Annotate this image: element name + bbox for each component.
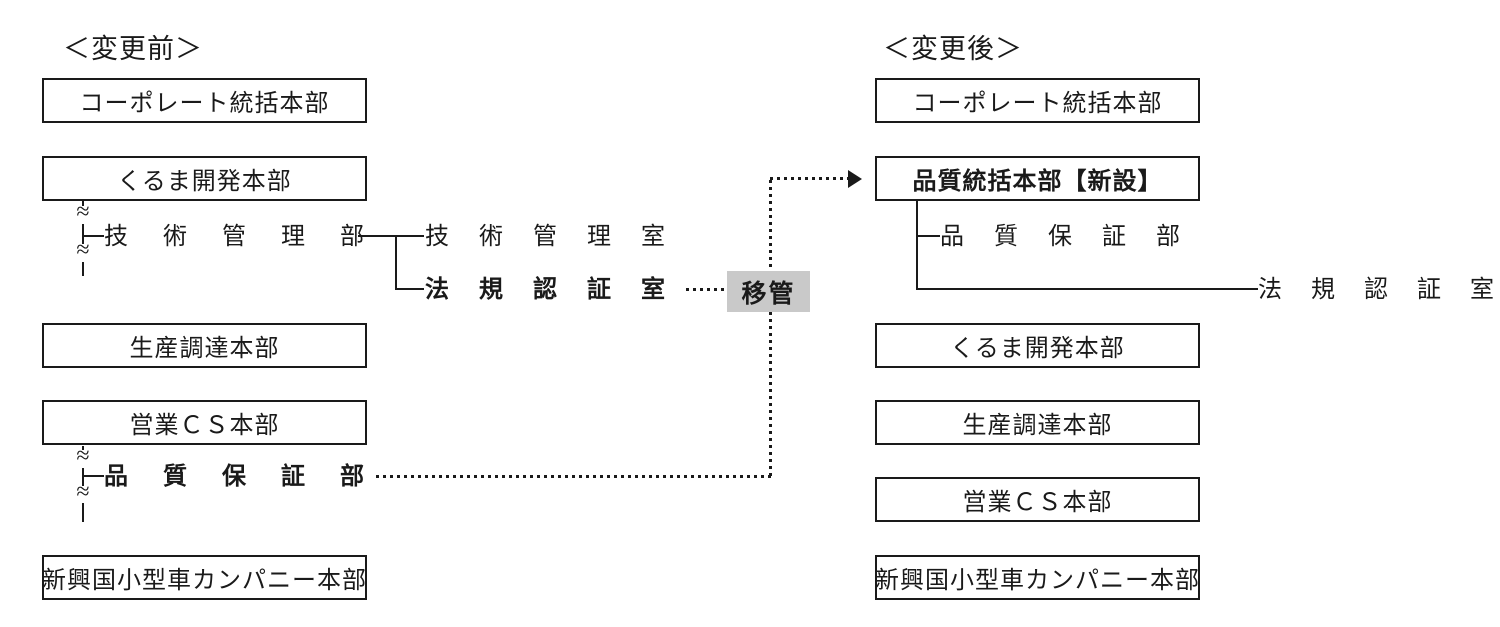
connector-line — [82, 262, 84, 276]
dotted-transfer-line — [770, 177, 848, 180]
room-label-regulatory-certification-after: 法規認証室 — [1258, 277, 1500, 303]
line-break-icon: ≈ — [69, 238, 97, 262]
line-break-icon: ≈ — [69, 444, 97, 468]
room-label-regulatory-certification-before: 法規認証室 — [425, 277, 695, 303]
org-box-sales-cs-after: 営業ＣＳ本部 — [875, 477, 1200, 522]
dept-label-quality-assurance-before: 品質保証部 — [104, 464, 399, 490]
org-box-sales-cs-before: 営業ＣＳ本部 — [42, 400, 367, 445]
connector-line — [82, 224, 84, 250]
org-box-corporate-after: コーポレート統括本部 — [875, 78, 1200, 123]
connector-line — [84, 235, 104, 237]
line-break-icon: ≈ — [69, 200, 97, 224]
connector-line — [916, 201, 918, 290]
transfer-badge: 移管 — [727, 271, 810, 312]
connector-line — [84, 475, 104, 477]
heading-before: ＜変更前＞ — [63, 34, 203, 64]
org-box-corporate-before: コーポレート統括本部 — [42, 78, 367, 123]
heading-after: ＜変更後＞ — [883, 34, 1023, 64]
org-box-production-after: 生産調達本部 — [875, 400, 1200, 445]
dotted-transfer-line — [686, 288, 727, 291]
org-box-kuruma-dev-before: くるま開発本部 — [42, 156, 367, 201]
connector-line — [82, 503, 84, 522]
connector-line — [397, 288, 424, 290]
line-break-icon: ≈ — [69, 480, 97, 504]
org-box-emerging-after: 新興国小型車カンパニー本部 — [875, 555, 1200, 600]
org-box-production-before: 生産調達本部 — [42, 323, 367, 368]
connector-line — [397, 235, 424, 237]
dept-label-tech-management: 技術管理部 — [104, 224, 399, 250]
dotted-transfer-line — [769, 312, 772, 476]
dotted-transfer-line — [376, 475, 772, 478]
org-box-kuruma-dev-after: くるま開発本部 — [875, 323, 1200, 368]
connector-line — [358, 235, 397, 237]
connector-line — [918, 288, 1258, 290]
room-label-tech-management-office: 技術管理室 — [425, 224, 695, 250]
transfer-arrowhead-icon — [848, 170, 862, 188]
connector-line — [82, 468, 84, 490]
connector-line — [395, 235, 397, 290]
dept-label-quality-assurance-after: 品質保証部 — [940, 224, 1210, 250]
org-box-quality-hq-new: 品質統括本部【新設】 — [875, 156, 1200, 201]
dotted-transfer-line — [769, 180, 772, 271]
connector-line — [918, 235, 940, 237]
org-box-emerging-before: 新興国小型車カンパニー本部 — [42, 555, 367, 600]
